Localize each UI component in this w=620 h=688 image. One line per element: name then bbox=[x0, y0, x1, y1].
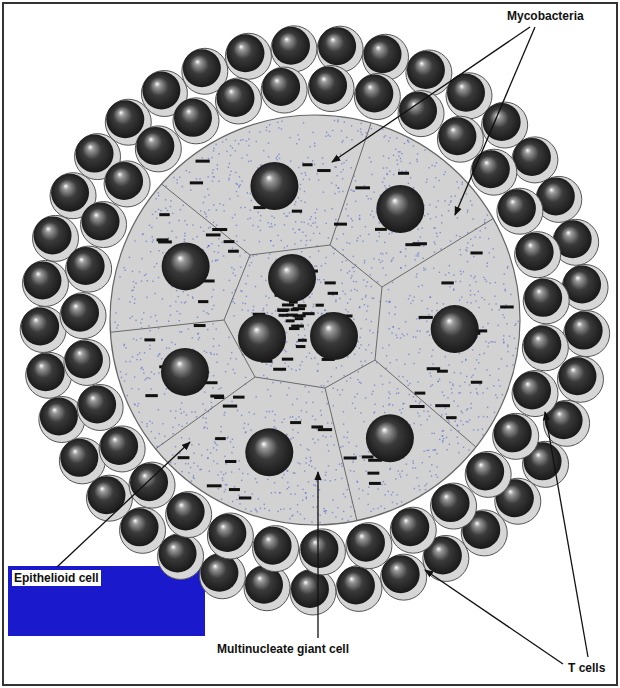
callout-label: Epithelioid cell bbox=[12, 570, 101, 586]
t-cell bbox=[225, 33, 271, 79]
t-cell bbox=[60, 293, 106, 339]
frame bbox=[3, 3, 617, 685]
callout-label: Mycobacteria bbox=[505, 8, 586, 24]
t-cell bbox=[77, 384, 123, 430]
t-cell bbox=[523, 278, 569, 324]
t-cell bbox=[431, 483, 477, 529]
t-cell bbox=[317, 26, 363, 72]
t-cell bbox=[515, 232, 561, 278]
t-cell bbox=[497, 188, 543, 234]
t-cell bbox=[299, 529, 345, 575]
t-cell bbox=[363, 34, 409, 80]
t-cell bbox=[406, 50, 452, 96]
t-cell bbox=[261, 67, 307, 113]
t-cell bbox=[207, 513, 253, 559]
t-cell bbox=[173, 98, 219, 144]
leader-arrow bbox=[455, 27, 535, 215]
t-cell bbox=[390, 507, 436, 553]
t-cell bbox=[346, 523, 392, 569]
t-cell bbox=[22, 260, 68, 306]
t-cell bbox=[64, 339, 110, 385]
t-cell bbox=[398, 91, 444, 137]
leader-arrow bbox=[332, 27, 530, 162]
t-cell bbox=[308, 66, 354, 112]
t-cell bbox=[129, 462, 175, 508]
t-cell bbox=[20, 306, 66, 352]
leader-arrow bbox=[545, 412, 588, 657]
t-cell bbox=[244, 565, 290, 611]
leader-arrow bbox=[317, 472, 318, 638]
t-cell bbox=[512, 371, 558, 417]
leader-arrow bbox=[425, 570, 563, 664]
t-cell bbox=[465, 451, 511, 497]
t-cell bbox=[493, 413, 539, 459]
callout-label: T cells bbox=[566, 660, 607, 676]
t-cell bbox=[99, 426, 145, 472]
t-cell bbox=[564, 311, 610, 357]
t-cell bbox=[86, 475, 132, 521]
t-cell bbox=[104, 161, 150, 207]
t-cell bbox=[290, 569, 336, 615]
leader-arrow bbox=[57, 442, 190, 567]
t-cell-ring bbox=[20, 26, 609, 615]
t-cell bbox=[158, 533, 204, 579]
t-cell bbox=[557, 356, 603, 402]
t-cell bbox=[166, 492, 212, 538]
t-cell bbox=[253, 526, 299, 572]
t-cell bbox=[271, 26, 317, 72]
t-cell bbox=[81, 202, 127, 248]
t-cell bbox=[66, 246, 112, 292]
t-cell bbox=[381, 554, 427, 600]
t-cell bbox=[215, 78, 261, 124]
t-cell bbox=[135, 126, 181, 172]
t-cell bbox=[59, 438, 105, 484]
granuloma-core bbox=[110, 115, 520, 525]
callout-label: Multinucleate giant cell bbox=[215, 641, 351, 657]
t-cell bbox=[437, 116, 483, 162]
t-cell bbox=[522, 325, 568, 371]
t-cell bbox=[512, 137, 558, 183]
t-cell bbox=[336, 565, 382, 611]
t-cell bbox=[471, 149, 517, 195]
t-cell bbox=[354, 74, 400, 120]
t-cell bbox=[199, 553, 245, 599]
